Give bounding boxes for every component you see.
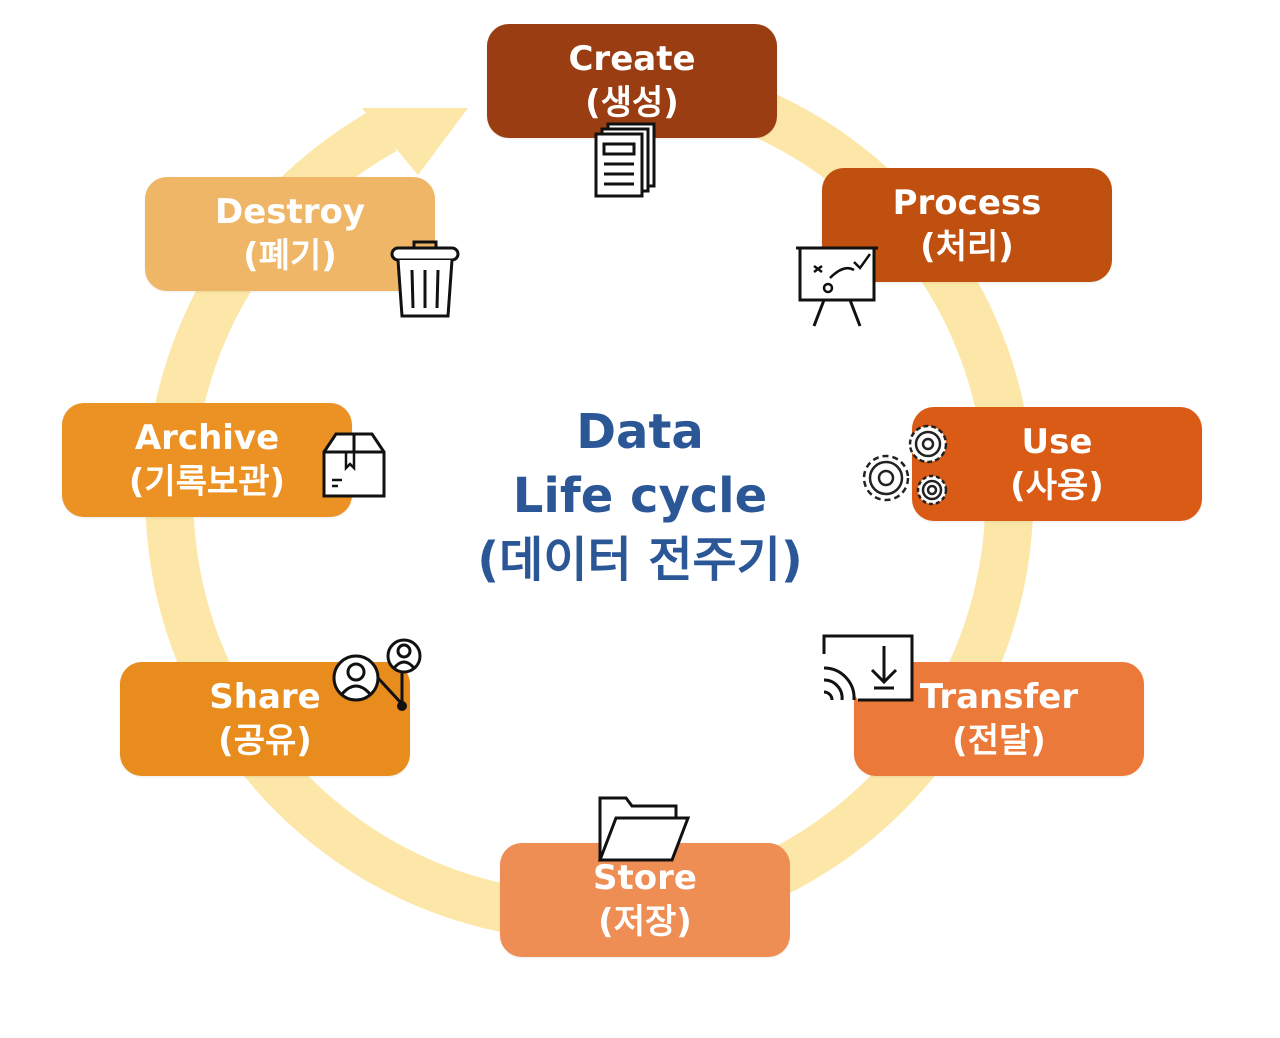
folder-icon xyxy=(597,796,691,862)
stage-process-label: Process xyxy=(892,183,1042,223)
trash-icon xyxy=(390,240,460,318)
stage-transfer-label-ko: (전달) xyxy=(952,721,1046,761)
center-title: Data Life cycle (데이터 전주기) xyxy=(380,400,900,592)
stage-store-label-ko: (저장) xyxy=(598,902,692,942)
stage-use-label: Use xyxy=(1021,422,1093,462)
center-title-line2: Life cycle xyxy=(512,468,768,524)
stage-create-label: Create xyxy=(568,39,696,79)
stage-share-label: Share xyxy=(209,677,321,717)
archive-box-icon xyxy=(322,432,386,498)
stage-process-label-ko: (처리) xyxy=(920,227,1014,267)
document-stack-icon xyxy=(594,122,656,198)
stage-use-label-ko: (사용) xyxy=(1010,466,1104,506)
stage-archive-label-ko: (기록보관) xyxy=(128,462,286,502)
stage-destroy-label-ko: (폐기) xyxy=(243,236,337,276)
user-share-icon xyxy=(332,638,422,711)
stage-archive-label: Archive xyxy=(134,418,280,458)
stage-archive: Archive (기록보관) xyxy=(62,403,352,517)
stage-create-label-ko: (생성) xyxy=(585,83,679,123)
stage-transfer-label: Transfer xyxy=(919,677,1079,717)
cast-download-icon xyxy=(822,634,914,702)
gears-icon xyxy=(862,424,948,506)
stage-destroy-label: Destroy xyxy=(214,192,366,232)
presentation-board-icon xyxy=(796,246,878,327)
stage-create: Create (생성) xyxy=(487,24,777,138)
stage-store-label: Store xyxy=(593,858,697,898)
stage-use: Use (사용) xyxy=(912,407,1202,521)
center-title-line1: Data xyxy=(576,404,704,460)
center-title-line3: (데이터 전주기) xyxy=(477,532,803,588)
stage-destroy: Destroy (폐기) xyxy=(145,177,435,291)
stage-share-label-ko: (공유) xyxy=(218,721,312,761)
cycle-arrow-head xyxy=(362,108,468,175)
stage-store: Store (저장) xyxy=(500,843,790,957)
